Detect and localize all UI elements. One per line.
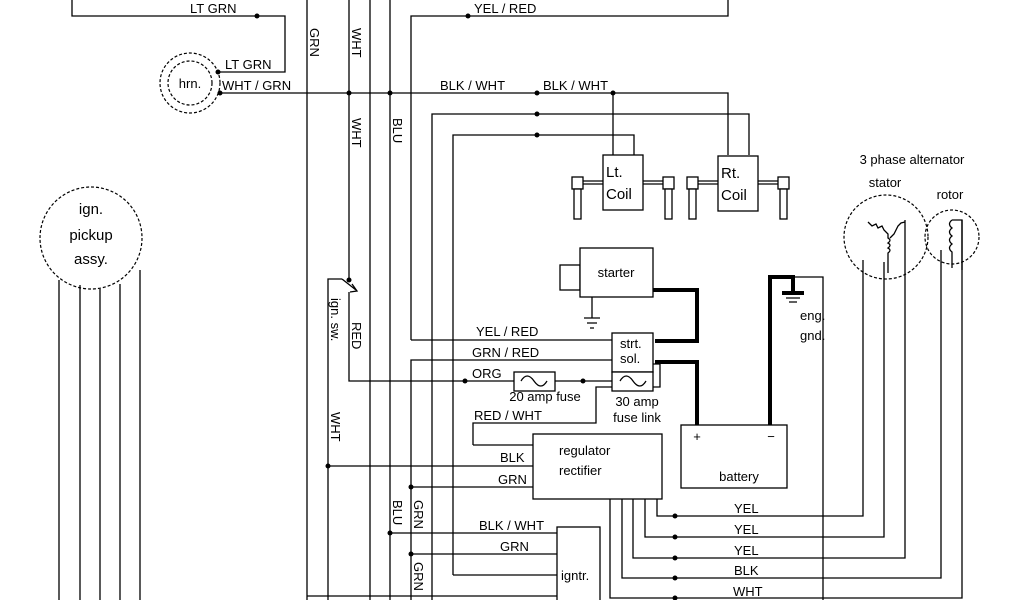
alternator: 3 phase alternator stator rotor [843, 152, 980, 280]
label-wht-top: WHT [349, 28, 364, 58]
igniter-label: igntr. [561, 568, 589, 583]
battery-minus: − [767, 429, 775, 444]
label-blk-wht-1: BLK / WHT [440, 78, 505, 93]
pickup-label-3: assy. [74, 251, 108, 268]
label-wht-grn: WHT / GRN [222, 78, 291, 93]
rt-coil: Rt. Coil [686, 155, 790, 220]
starter-solenoid: strt. sol. 30 amp fuse link [611, 332, 661, 425]
label-blu-low: BLU [390, 500, 405, 525]
label-blk-wht-2: BLK / WHT [543, 78, 608, 93]
label-grn-low-1: GRN [411, 500, 426, 529]
label-blk-wht-igntr: BLK / WHT [479, 518, 544, 533]
label-yel-2: YEL [734, 522, 759, 537]
label-grn-vertical: GRN [307, 28, 322, 57]
label-yel-red-sol: YEL / RED [476, 324, 538, 339]
label-yel-3: YEL [734, 543, 759, 558]
label-yel-1: YEL [734, 501, 759, 516]
regulator-label-1: regulator [559, 443, 611, 458]
starter: starter [559, 247, 654, 298]
label-lt-grn-top: LT GRN [190, 1, 236, 16]
label-blk-stator: BLK [734, 563, 759, 578]
wires [58, 0, 963, 600]
label-lt-grn-horn: LT GRN [225, 57, 271, 72]
rt-coil-label-2: Coil [721, 187, 747, 204]
horn: hrn. [159, 52, 221, 114]
eng-gnd-label-1: eng. [800, 308, 825, 323]
label-grn-low-2: GRN [411, 562, 426, 591]
fuse-link-label-1: 30 amp [615, 394, 658, 409]
fuse-link-label-2: fuse link [613, 410, 661, 425]
label-org: ORG [472, 366, 502, 381]
battery: + − battery [680, 424, 788, 489]
label-grn-igntr: GRN [500, 539, 529, 554]
label-yel-red-top: YEL / RED [474, 1, 536, 16]
wire-labels: LT GRN LT GRN WHT / GRN YEL / RED BLK / … [190, 1, 763, 599]
label-grn-red-sol: GRN / RED [472, 345, 539, 360]
label-grn-reg: GRN [498, 472, 527, 487]
lt-coil-label-1: Lt. [606, 164, 623, 181]
alternator-label: 3 phase alternator [860, 152, 965, 167]
solenoid-label-2: sol. [620, 351, 640, 366]
junction-dots [215, 13, 678, 600]
battery-plus: + [693, 429, 701, 444]
label-wht-low: WHT [328, 412, 343, 442]
label-wht-stator: WHT [733, 584, 763, 599]
stator-label: stator [869, 175, 902, 190]
rt-coil-label-1: Rt. [721, 165, 740, 182]
solenoid-label-1: strt. [620, 336, 642, 351]
igniter: igntr. [556, 526, 601, 600]
label-blu-vertical: BLU [390, 118, 405, 143]
pickup-label-1: ign. [79, 201, 103, 218]
rotor-label: rotor [937, 187, 964, 202]
starter-label: starter [598, 265, 636, 280]
battery-label: battery [719, 469, 759, 484]
horn-label: hrn. [179, 76, 201, 91]
heavy-cables [653, 275, 804, 425]
ign-pickup-assembly: ign. pickup assy. [39, 186, 143, 290]
lt-coil: Lt. Coil [571, 154, 675, 220]
label-red-wht: RED / WHT [474, 408, 542, 423]
label-blk-reg: BLK [500, 450, 525, 465]
label-red: RED [349, 322, 364, 349]
label-wht-mid: WHT [349, 118, 364, 148]
regulator-label-2: rectifier [559, 463, 602, 478]
regulator-rectifier: regulator rectifier [532, 433, 663, 500]
ign-switch-label: ign. sw. [328, 298, 343, 341]
fuse-20-amp: 20 amp fuse [509, 371, 581, 404]
eng-gnd-label-2: gnd. [800, 328, 825, 343]
lt-coil-label-2: Coil [606, 186, 632, 203]
fuse-20-label: 20 amp fuse [509, 389, 581, 404]
pickup-label-2: pickup [69, 227, 112, 244]
